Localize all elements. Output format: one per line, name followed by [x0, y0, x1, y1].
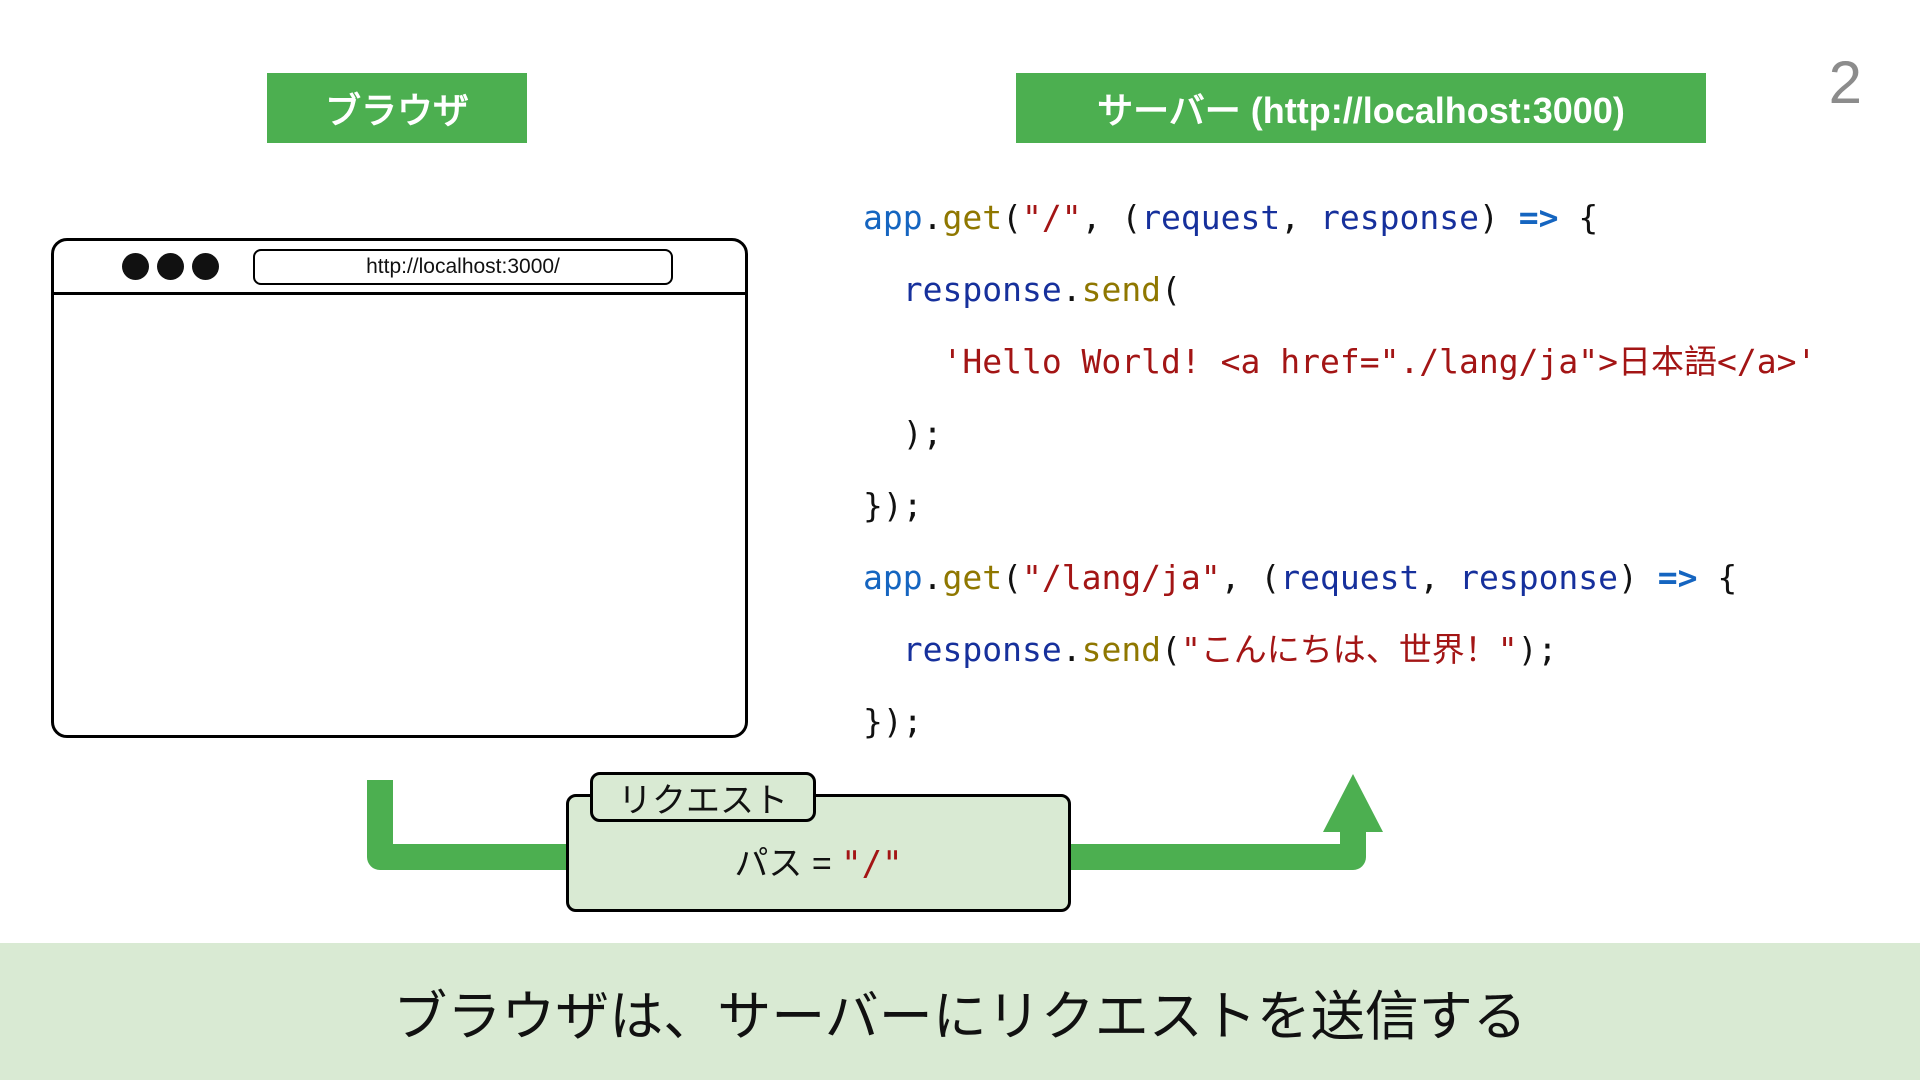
page-number: 2 — [1828, 49, 1862, 116]
server-label: サーバー (http://localhost:3000) — [1016, 73, 1706, 143]
code-line: ); — [863, 414, 943, 453]
server-code: app.get("/", (request, response) => { re… — [863, 182, 1816, 758]
request-tab-label: リクエスト — [618, 781, 788, 820]
code-line: 'Hello World! <a href="./lang/ja">日本語</a… — [942, 342, 1817, 381]
caption-text: ブラウザは、サーバーにリクエストを送信する — [393, 987, 1527, 1047]
caption-banner: ブラウザは、サーバーにリクエストを送信する — [0, 943, 1920, 1080]
window-dot-icon — [157, 253, 184, 280]
request-tab: リクエスト — [590, 772, 816, 822]
url-text: http://localhost:3000/ — [366, 254, 560, 278]
browser-window: http://localhost:3000/ — [51, 238, 748, 738]
code-line: app.get("/lang/ja", (request, response) … — [863, 558, 1738, 597]
url-bar: http://localhost:3000/ — [253, 248, 673, 285]
request-path: パス = "/" — [734, 836, 902, 885]
arrow-head-icon — [1323, 774, 1383, 832]
code-line: }); — [863, 486, 923, 525]
browser-topbar: http://localhost:3000/ — [54, 241, 745, 295]
path-label: パス = — [734, 845, 842, 883]
code-line: response.send("こんにちは、世界！"); — [902, 630, 1558, 669]
window-dot-icon — [122, 253, 149, 280]
window-dot-icon — [192, 253, 219, 280]
path-value: "/" — [841, 844, 903, 884]
code-line: app.get("/", (request, response) => { — [863, 198, 1599, 237]
code-line: response.send( — [902, 270, 1181, 309]
browser-label: ブラウザ — [267, 73, 527, 143]
code-line: }); — [863, 702, 923, 741]
